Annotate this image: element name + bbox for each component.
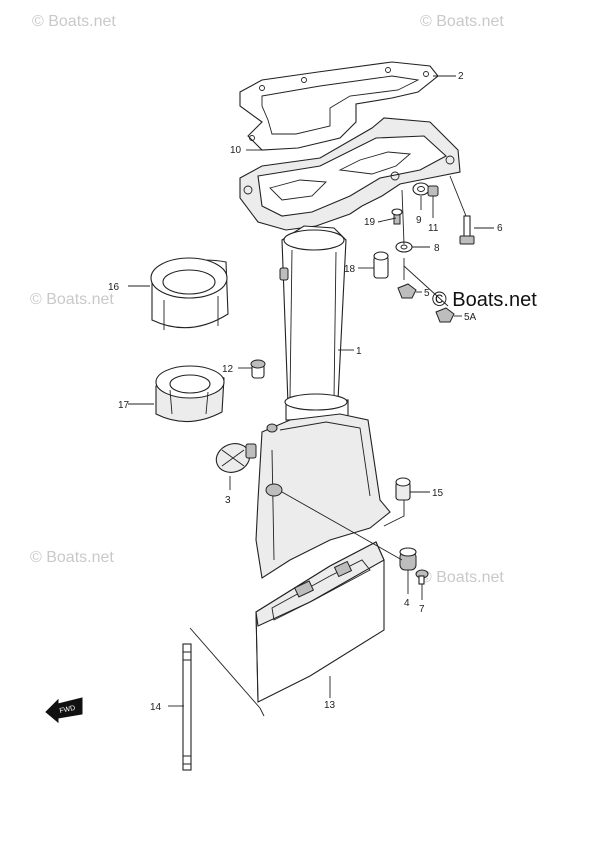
part-18-collar — [373, 251, 389, 279]
watermark-lower-left: © Boats.net — [30, 549, 114, 566]
callout-labels: 2 10 16 17 12 1 3 19 9 11 6 8 18 5 5A 15… — [108, 71, 503, 713]
callout-2: 2 — [458, 71, 464, 82]
part-15-collar — [395, 477, 411, 501]
callout-5: 5 — [424, 288, 430, 299]
callout-6: 6 — [497, 223, 503, 234]
part-2-gasket — [239, 61, 439, 151]
callout-19: 19 — [364, 217, 376, 228]
part-1-driveshaft-housing — [239, 117, 461, 579]
callout-8: 8 — [434, 243, 440, 254]
part-6-bolt — [459, 215, 475, 245]
part-14-stud-bolt — [182, 643, 192, 771]
watermark-top-right: © Boats.net — [420, 13, 504, 30]
brand-mark: © Boats.net — [432, 289, 537, 311]
part-19-screw — [391, 208, 403, 225]
callout-7: 7 — [419, 604, 425, 615]
callout-5a: 5A — [464, 312, 477, 323]
part-9-washer — [412, 182, 430, 196]
callout-11: 11 — [428, 223, 439, 234]
part-5a-nut — [435, 307, 455, 323]
callout-17: 17 — [118, 400, 130, 411]
part-3-cap — [215, 443, 257, 473]
callout-10: 10 — [230, 145, 242, 156]
callout-12: 12 — [222, 364, 234, 375]
part-13-lower-cover — [255, 541, 385, 703]
callout-18: 18 — [344, 264, 356, 275]
part-12-plug — [250, 359, 266, 379]
watermark-top-left: © Boats.net — [32, 13, 116, 30]
callout-4: 4 — [404, 598, 410, 609]
part-5-nut — [397, 283, 417, 299]
callout-13: 13 — [324, 700, 336, 711]
part-17-mount-rubber — [155, 365, 225, 423]
svg-text:FWD: FWD — [59, 705, 76, 715]
fwd-arrow-icon: FWD — [45, 697, 83, 724]
part-16-bushing — [150, 257, 229, 330]
callout-14: 14 — [150, 702, 162, 713]
part-11-nut — [427, 185, 439, 197]
watermark-mid-left: © Boats.net — [30, 291, 114, 308]
callout-3: 3 — [225, 495, 231, 506]
callout-16: 16 — [108, 282, 120, 293]
part-7-screw — [415, 569, 429, 585]
callout-9: 9 — [416, 215, 422, 226]
part-4-grommet — [399, 547, 417, 571]
leader-lines — [128, 75, 494, 717]
watermark-lower-right: © Boats.net — [420, 569, 504, 586]
callout-1: 1 — [356, 346, 362, 357]
callout-15: 15 — [432, 488, 444, 499]
